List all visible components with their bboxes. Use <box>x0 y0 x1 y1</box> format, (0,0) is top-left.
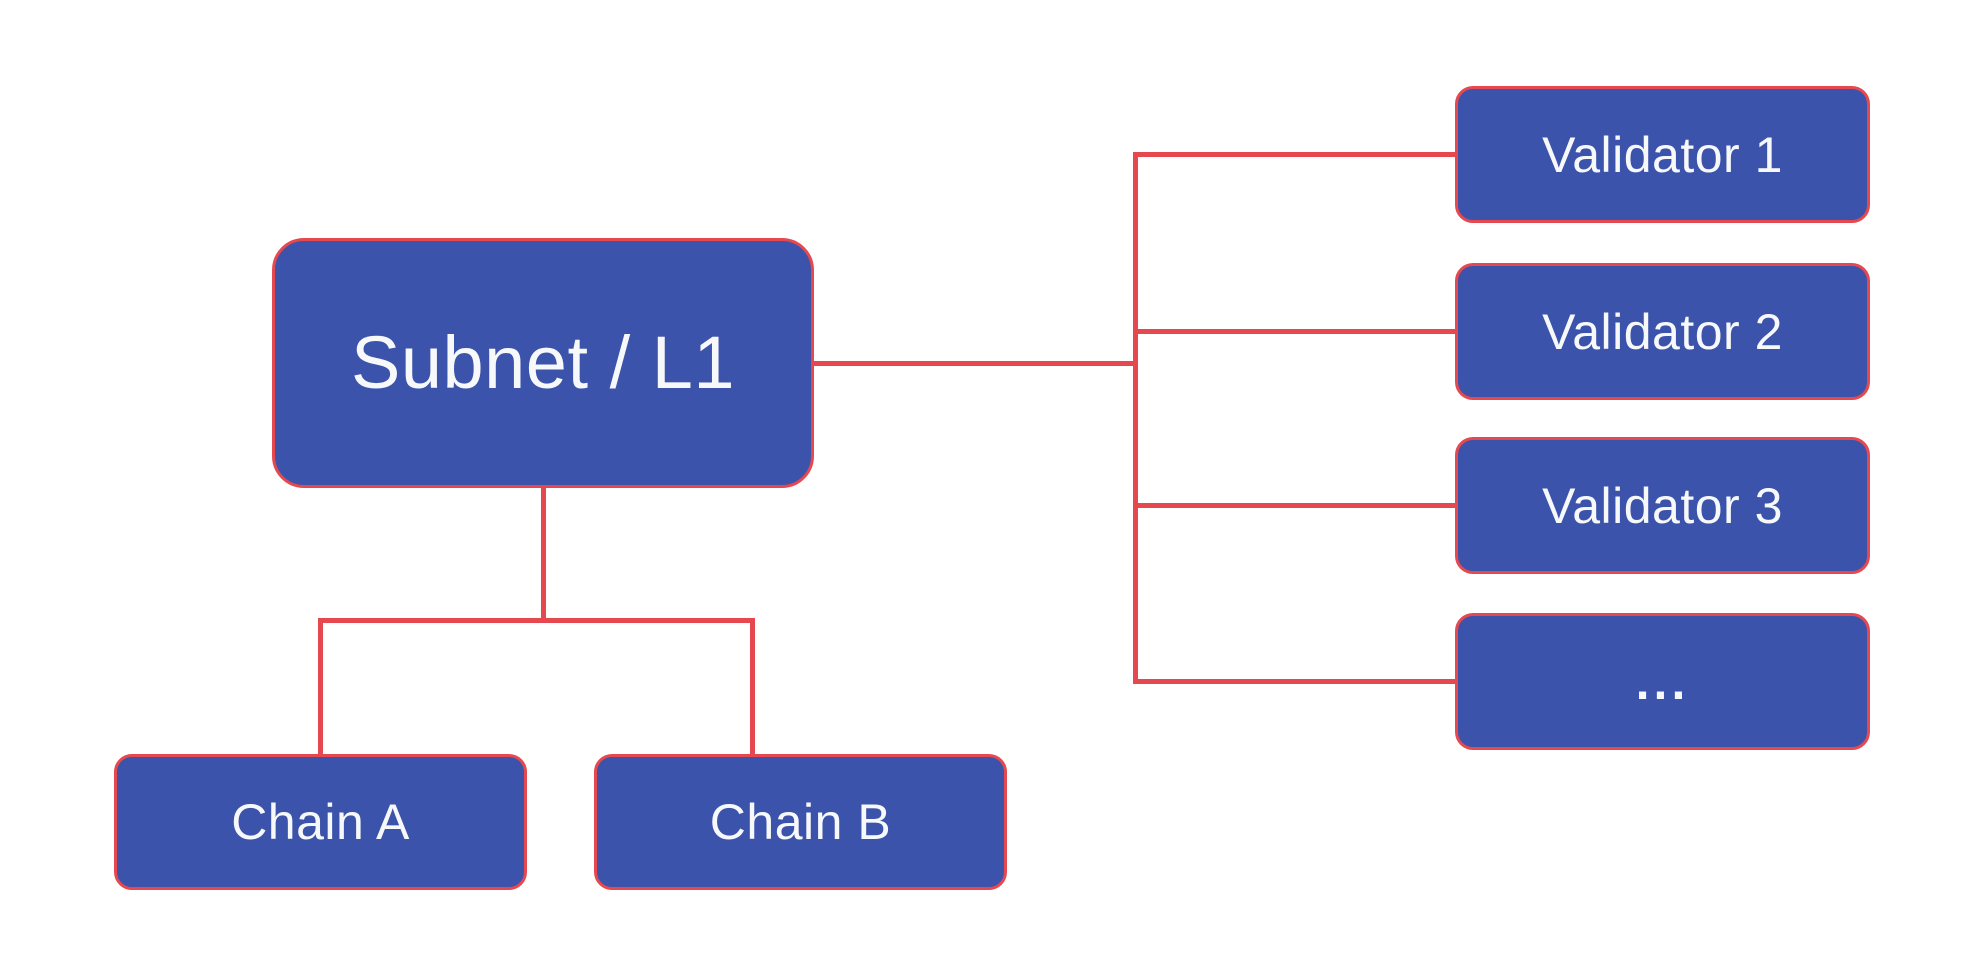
node-more-validators: ... <box>1455 613 1870 750</box>
connector-subnet-to-validator-bus <box>814 361 1137 366</box>
node-more-validators-label: ... <box>1635 653 1690 710</box>
connector-branch-validator-3 <box>1135 503 1457 508</box>
connector-subnet-stem <box>541 488 546 623</box>
node-validator-2: Validator 2 <box>1455 263 1870 400</box>
node-validator-1-label: Validator 1 <box>1542 126 1783 183</box>
node-validator-3: Validator 3 <box>1455 437 1870 574</box>
node-chain-a-label: Chain A <box>231 794 410 850</box>
node-subnet-l1: Subnet / L1 <box>272 238 814 488</box>
node-chain-b: Chain B <box>594 754 1007 890</box>
node-validator-1: Validator 1 <box>1455 86 1870 223</box>
connector-drop-chain-a <box>318 618 323 756</box>
node-subnet-l1-label: Subnet / L1 <box>350 321 736 404</box>
connector-branch-validator-1 <box>1135 152 1457 157</box>
node-validator-2-label: Validator 2 <box>1542 303 1783 360</box>
connector-branch-validator-2 <box>1135 329 1457 334</box>
connector-chain-tee <box>318 618 755 623</box>
connector-branch-more-validators <box>1135 679 1457 684</box>
node-validator-3-label: Validator 3 <box>1542 477 1783 534</box>
connector-drop-chain-b <box>750 618 755 756</box>
node-chain-a: Chain A <box>114 754 527 890</box>
node-chain-b-label: Chain B <box>709 794 892 850</box>
connector-validator-bus-vertical <box>1133 152 1138 684</box>
